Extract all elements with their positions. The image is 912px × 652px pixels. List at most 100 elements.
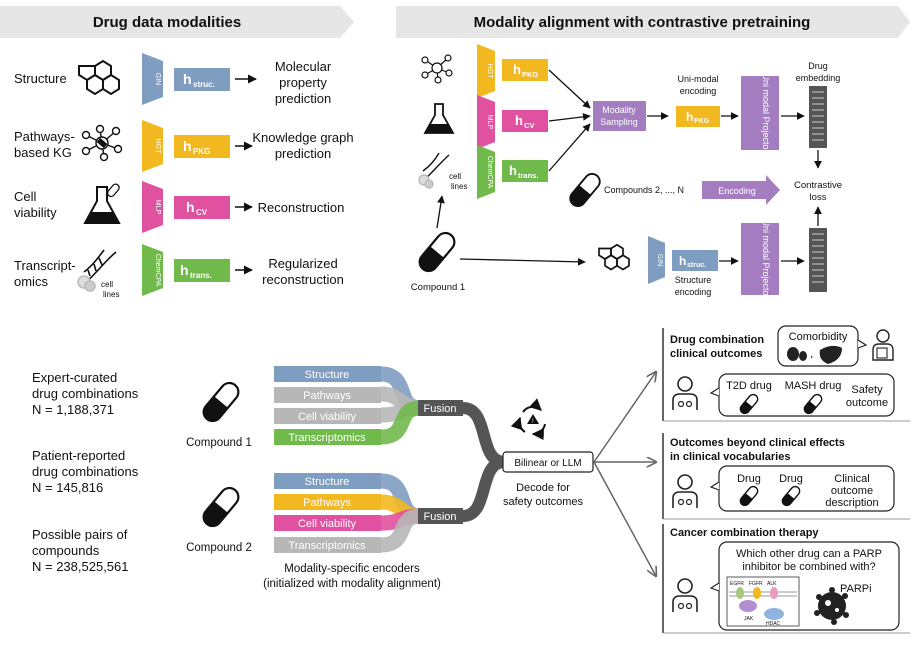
bar-cv-2-label: Cell viability <box>298 518 357 530</box>
safety-label-1: Safety <box>851 384 883 396</box>
dataset-1-line-3: N = 1,188,371 <box>32 402 114 417</box>
unimodal-encoding-label-1: Uni-modal <box>677 74 718 84</box>
modality-sampling-label-1: Modality <box>602 105 636 115</box>
pill-icon <box>414 228 460 276</box>
pill-icon <box>566 169 604 211</box>
encoding-label: Encoding <box>718 186 756 196</box>
bar-cv-1-label: Cell viability <box>298 411 357 423</box>
mlp-encoder: MLP <box>142 181 163 233</box>
modality-label-trans-2: omics <box>14 274 48 289</box>
parpi-label: PARPi <box>840 583 872 595</box>
lungs-icon <box>787 347 807 361</box>
modality-sampling-label-2: Sampling <box>600 117 638 127</box>
dataset-1-line-1: Expert-curated <box>32 370 117 385</box>
task-structure-2: property <box>279 75 327 90</box>
dataset-3-line-3: N = 238,525,561 <box>32 559 129 574</box>
h-struc-main: h <box>183 71 192 87</box>
panel1-title-2: clinical outcomes <box>670 348 762 360</box>
modality-label-pathways-2: based KG <box>14 145 72 160</box>
flask-icon <box>423 103 455 134</box>
h-cv-sub: CV <box>196 208 208 217</box>
h-cv-sub: CV <box>524 121 534 130</box>
cell-lines-label-2: lines <box>103 290 119 299</box>
encoders-caption-2: (initialized with modality alignment) <box>263 578 441 590</box>
dataset-2-line-2: drug combinations <box>32 464 139 479</box>
bar-trans-1-label: Transcriptomics <box>288 432 366 444</box>
unimodal-projector-label: Uni modal Projector <box>761 73 771 152</box>
task-structure-3: prediction <box>275 91 331 106</box>
left-header-title: Drug data modalities <box>93 14 241 31</box>
task-cv-1: Reconstruction <box>258 200 345 215</box>
hgt-encoder <box>477 44 495 98</box>
mlp-encoder <box>477 95 495 149</box>
h-pkg-main: h <box>513 62 521 77</box>
unimodal-projector-label: Uni modal Projector <box>761 219 771 298</box>
right-header-title: Modality alignment with contrastive pret… <box>474 14 811 31</box>
bar-structure-1 <box>274 366 381 382</box>
question-line-2: inhibitor be combined with? <box>742 561 875 573</box>
h-struc-box: h struc. <box>174 68 230 91</box>
h-struc-box <box>672 250 718 271</box>
structure-encoding-label-1: Structure <box>675 275 712 285</box>
hgt-encoder-label: HGT <box>154 139 161 155</box>
panel3-title: Cancer combination therapy <box>670 527 819 539</box>
liver-icon <box>819 345 842 364</box>
comma-separator: , <box>810 346 813 360</box>
clinical-desc-3: description <box>825 497 878 509</box>
right-header-banner: Modality alignment with contrastive pret… <box>396 6 910 38</box>
chemcpa-encoder-label: ChemCPA <box>486 156 493 189</box>
clinical-desc-1: Clinical <box>834 473 869 485</box>
h-pkg-sub: PKG <box>193 147 210 156</box>
h-struc-sub: struc. <box>193 80 215 89</box>
t2d-label: T2D drug <box>726 380 772 392</box>
target-hdac: HDAC <box>766 621 781 627</box>
dataset-2-line-1: Patient-reported <box>32 448 125 463</box>
target-alk: ALK <box>767 581 777 587</box>
h-pkg-box <box>502 59 548 81</box>
bar-structure-2-label: Structure <box>305 476 350 488</box>
drug-embedding-vector-bottom <box>809 228 827 292</box>
h-trans-sub: trans. <box>518 171 538 180</box>
compound2-pair-label: Compound 2 <box>186 542 252 554</box>
compound1-pair-label: Compound 1 <box>186 437 252 449</box>
h-pkg-box: h PKG <box>174 135 230 158</box>
fusion-bar-2 <box>418 508 463 524</box>
outcome-panel-3: Cancer combination therapy Which other d… <box>662 524 910 634</box>
left-header-banner: Drug data modalities <box>0 6 354 38</box>
patient-icon <box>672 578 698 613</box>
h-trans-box <box>502 160 548 182</box>
panel2-title-2: in clinical vocabularies <box>670 451 790 463</box>
drug-embedding-label-1: Drug <box>808 61 828 71</box>
cell-lines-label-1: cell <box>101 280 113 289</box>
hgt-encoder: HGT <box>142 120 163 172</box>
bar-cv-2 <box>274 515 381 531</box>
clinical-desc-2: outcome <box>831 485 873 497</box>
fusion-label-2: Fusion <box>423 511 456 523</box>
cycle-icon: ! <box>510 398 546 441</box>
task-structure-1: Molecular <box>275 59 332 74</box>
unimodal-projector-bottom <box>741 223 779 295</box>
cell-lines-label-1: cell <box>449 172 461 181</box>
h-struc-main: h <box>679 254 686 268</box>
dataset-1-line-2: drug combinations <box>32 386 139 401</box>
task-pathways-2: prediction <box>275 146 331 161</box>
modality-label-pathways-1: Pathways- <box>14 129 75 144</box>
bar-pathways-1 <box>274 387 381 403</box>
h-cv-main: h <box>186 199 195 215</box>
drug-embedding-label-2: embedding <box>796 73 841 83</box>
knowledge-graph-icon <box>421 54 453 84</box>
decode-caption-1: Decode for <box>516 482 570 494</box>
patient-icon <box>672 474 698 509</box>
decoder-box <box>502 451 594 473</box>
compound-pair-panel: Compound 1 Compound 2 Structure Pathways… <box>186 366 656 590</box>
gin-encoder-label: GIN <box>656 254 663 266</box>
drug-b-label: Drug <box>779 473 803 485</box>
outcome-panel-1: Drug combination clinical outcomes Comor… <box>662 325 910 422</box>
contrastive-loss-label-2: loss <box>810 192 827 203</box>
dna-icon <box>418 152 450 189</box>
molecule-icon <box>598 243 630 271</box>
fusion-bar-1 <box>418 400 463 416</box>
fusion-label-1: Fusion <box>423 403 456 415</box>
target-fgfr: FGFR <box>749 581 763 587</box>
decode-caption-2: safety outcomes <box>503 496 584 508</box>
